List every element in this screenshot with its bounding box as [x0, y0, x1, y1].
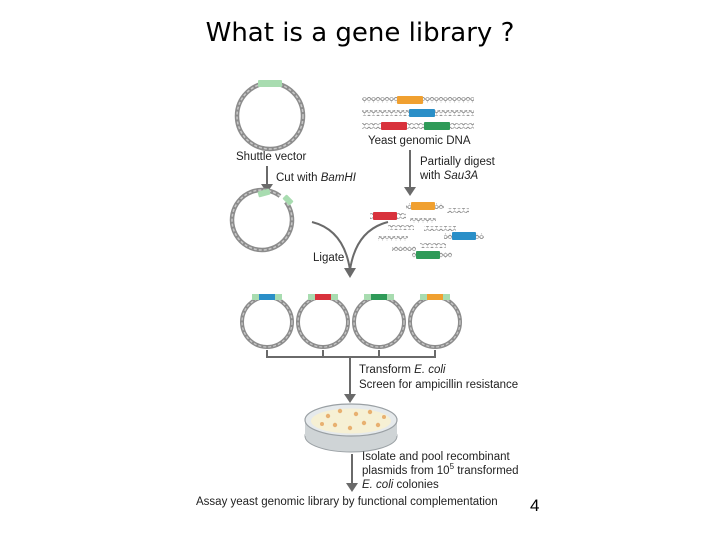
yeast-genomic-dna: [362, 96, 474, 130]
label-plasmids-from: plasmids from 105 transformed: [362, 462, 519, 477]
label-shuttle-vector: Shuttle vector: [236, 151, 306, 163]
slide-title: What is a gene library ?: [205, 18, 515, 48]
fragment-blue: [452, 232, 476, 240]
label-e-coli-colonies: E. coli colonies: [362, 479, 439, 491]
digested-fragments: [370, 202, 484, 259]
arrow-digest: [404, 150, 416, 196]
label-screen-ampicillin: Screen for ampicillin resistance: [359, 379, 518, 391]
bacterial-colonies: [320, 408, 386, 431]
fragment-green: [416, 251, 440, 259]
dna-segment-red: [381, 122, 407, 130]
dna-segment-green: [424, 122, 450, 130]
cut-end-left: [257, 188, 271, 198]
label-cut-with-bamhi: Cut with BamHI: [276, 172, 357, 184]
recombinant-plasmid-orange: [408, 294, 462, 349]
fragment-red: [373, 212, 397, 220]
page-number: 4: [530, 496, 540, 515]
label-partially-digest: Partially digest: [420, 156, 496, 168]
cut-end-right: [282, 194, 294, 206]
recombinant-plasmid-green: [352, 294, 406, 349]
vector-insert-site: [258, 80, 282, 87]
shuttle-vector-plasmid: [234, 80, 306, 152]
merge-bracket: [266, 350, 436, 403]
label-ligate: Ligate: [313, 252, 344, 264]
cut-vector-plasmid: [229, 187, 295, 253]
label-transform-e-coli: Transform E. coli: [359, 364, 446, 376]
ligate-arrows: [311, 221, 389, 278]
label-isolate-pool: Isolate and pool recombinant: [362, 451, 510, 463]
label-with-sau3a: with Sau3A: [419, 170, 479, 182]
recombinant-plasmid-red: [296, 294, 350, 349]
dna-segment-orange: [397, 96, 423, 104]
label-assay-library: Assay yeast genomic library by functiona…: [196, 496, 498, 508]
label-yeast-genomic-dna: Yeast genomic DNA: [368, 135, 471, 147]
arrow-isolate: [346, 454, 358, 492]
dna-segment-blue: [409, 109, 435, 117]
petri-dish: [304, 403, 398, 453]
recombinant-plasmid-blue: [240, 294, 294, 349]
fragment-orange: [411, 202, 435, 210]
